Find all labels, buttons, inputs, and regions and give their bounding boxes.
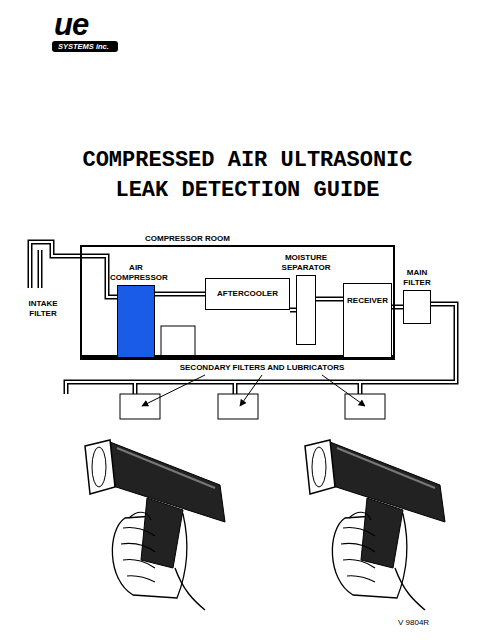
pipe-connector [316,299,343,300]
pipe-bore [68,256,117,297]
node-label: AIR COMPRESSOR [110,263,162,282]
receiver-box: RECEIVER [343,283,392,358]
intake-filter-symbol [18,236,68,288]
node-label: RECEIVER [344,296,391,306]
ultrasonic-detector [85,440,445,610]
page-title: COMPRESSED AIR ULTRASONIC LEAK DETECTION… [0,146,495,206]
node-label: INTAKE FILTER [21,299,65,318]
aftercooler-box: AFTERCOOLER [205,278,290,310]
logo-text: ue [54,8,88,42]
pipe-wall [316,297,343,302]
motor-box [161,326,195,358]
callout-label: SECONDARY FILTERS AND LUBRICATORS [180,363,345,373]
pipe-wall [68,256,117,297]
pipe-connector [68,256,117,297]
leader-arrow [142,375,365,406]
node-label: COMPRESSOR ROOM [145,234,230,244]
node-label: MOISTURE SEPARATOR [277,253,335,272]
node-label: MAIN FILTER [397,268,437,287]
pipe-wall [155,292,205,297]
pipe-bore [155,293,205,295]
pipe-connector [155,294,205,295]
pipe-bore [316,298,343,300]
intake-filter: INTAKE FILTER [18,236,68,318]
compressor-box: AIR COMPRESSOR [117,285,155,358]
logo-text: SYSTEMS inc. [58,42,109,51]
logo-mark [52,41,118,52]
node-label: AFTERCOOLER [206,289,289,299]
filter-box: MAIN FILTER [403,290,431,324]
version-note: V 9804R [398,618,429,628]
separator-box: MOISTURE SEPARATOR [296,275,316,345]
room-outline: COMPRESSOR ROOMAIR COMPRESSORAFTERCOOLER… [80,245,395,360]
